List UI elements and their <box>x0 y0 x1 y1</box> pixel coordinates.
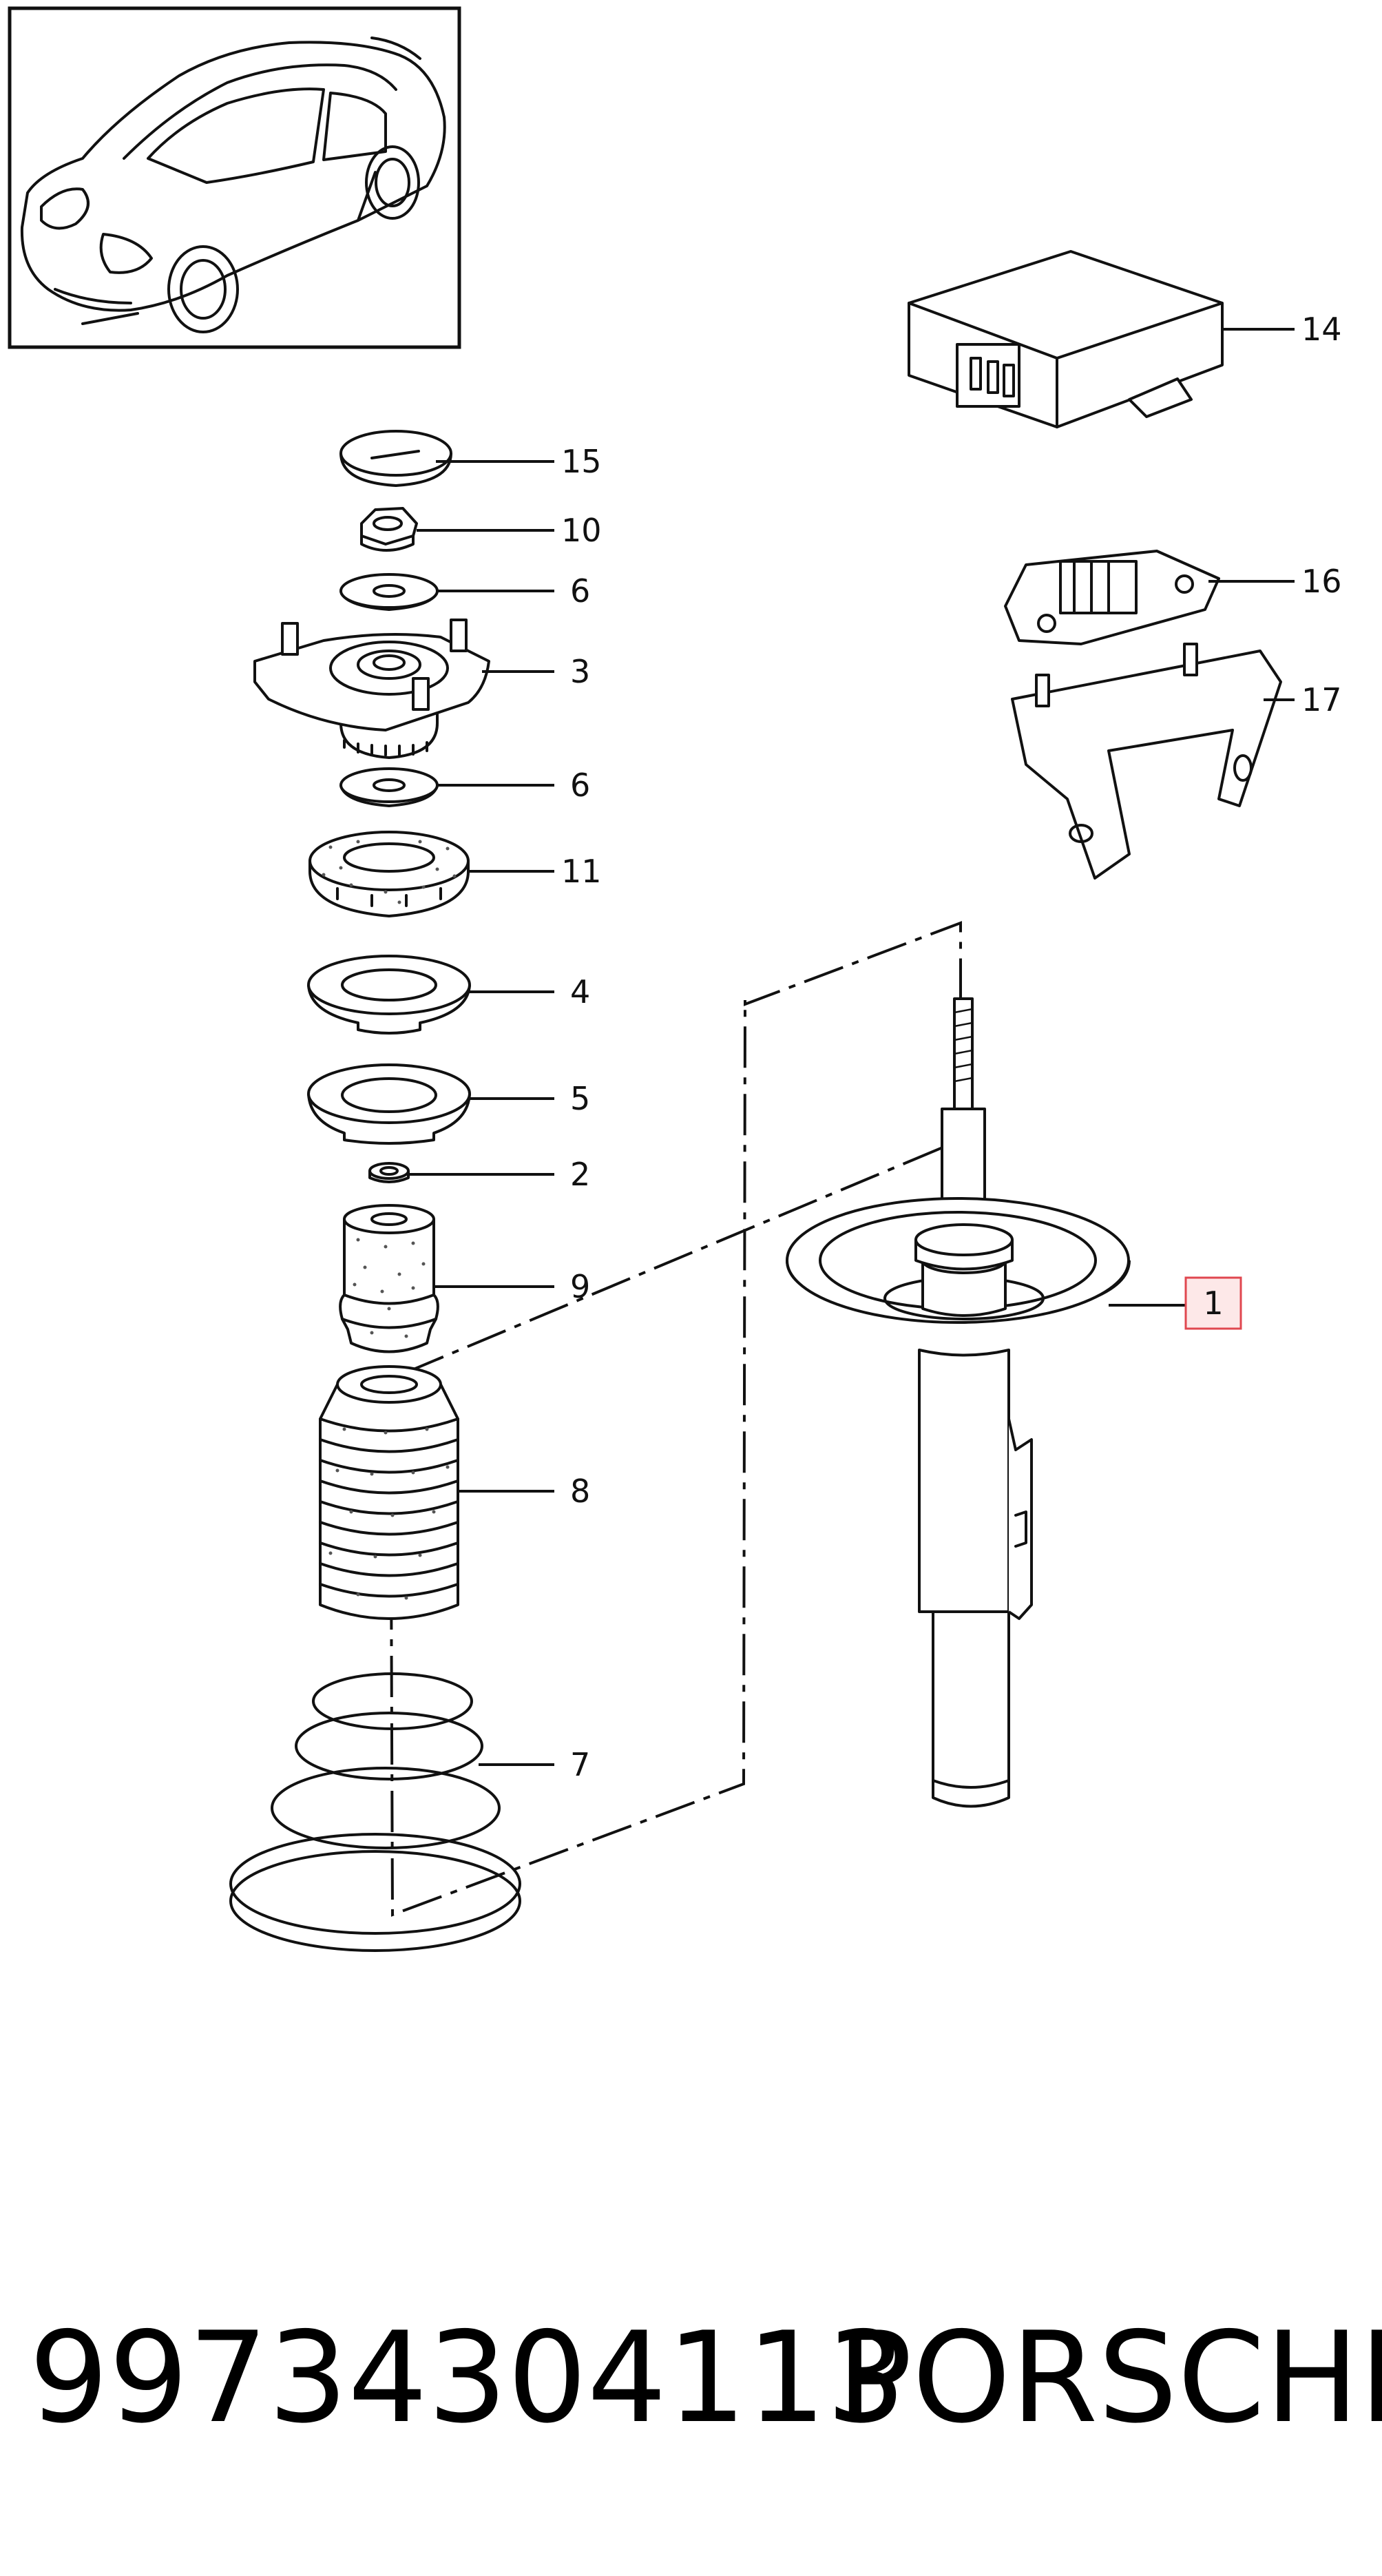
label-3: 3 <box>570 653 590 690</box>
part-10-nut <box>360 507 418 552</box>
part-8-dust-boot <box>319 1365 459 1620</box>
leader-lines <box>408 328 1295 1766</box>
highlight-box <box>1184 1276 1242 1330</box>
part-9-bump-stop <box>339 1204 439 1353</box>
label-15: 15 <box>561 443 602 480</box>
label-5: 5 <box>570 1080 590 1117</box>
part-5-spring-seat <box>307 1063 471 1145</box>
label-2: 2 <box>570 1156 590 1193</box>
label-8: 8 <box>570 1473 590 1510</box>
part-6-washer-bottom <box>339 767 439 807</box>
part-1-strut <box>786 997 1131 1808</box>
label-14: 14 <box>1301 311 1342 348</box>
label-16: 16 <box>1301 563 1342 600</box>
label-6-bottom: 6 <box>570 767 590 804</box>
label-4: 4 <box>570 973 590 1010</box>
label-6-top: 6 <box>570 572 590 610</box>
part-2-ring <box>368 1162 410 1183</box>
footer: 99734304113 PORSCHE <box>29 2305 1382 2451</box>
part-16-sensor <box>1004 550 1220 645</box>
label-10: 10 <box>561 512 602 549</box>
part-6-washer-top <box>339 573 439 611</box>
part-number: 99734304113 <box>29 2305 906 2451</box>
part-15-cap <box>339 430 452 487</box>
label-17: 17 <box>1301 681 1342 718</box>
brand-name: PORSCHE <box>837 2305 1382 2451</box>
label-9: 9 <box>570 1268 590 1305</box>
part-11-spring-pad <box>308 831 470 917</box>
part-4-spring-seat <box>307 955 471 1035</box>
part-3-strut-mount <box>253 619 490 759</box>
part-7-coil-spring <box>229 1672 521 1952</box>
label-7: 7 <box>570 1746 590 1783</box>
part-17-bracket <box>1011 643 1282 880</box>
car-thumbnail <box>8 6 461 349</box>
label-11: 11 <box>561 853 602 890</box>
callout-labels: 15 10 6 3 6 11 4 5 2 9 8 7 14 16 17 1 <box>561 311 1342 1783</box>
label-1: 1 <box>1203 1285 1223 1322</box>
part-14-control-unit <box>908 250 1224 428</box>
assembly-bracket <box>384 921 962 1917</box>
